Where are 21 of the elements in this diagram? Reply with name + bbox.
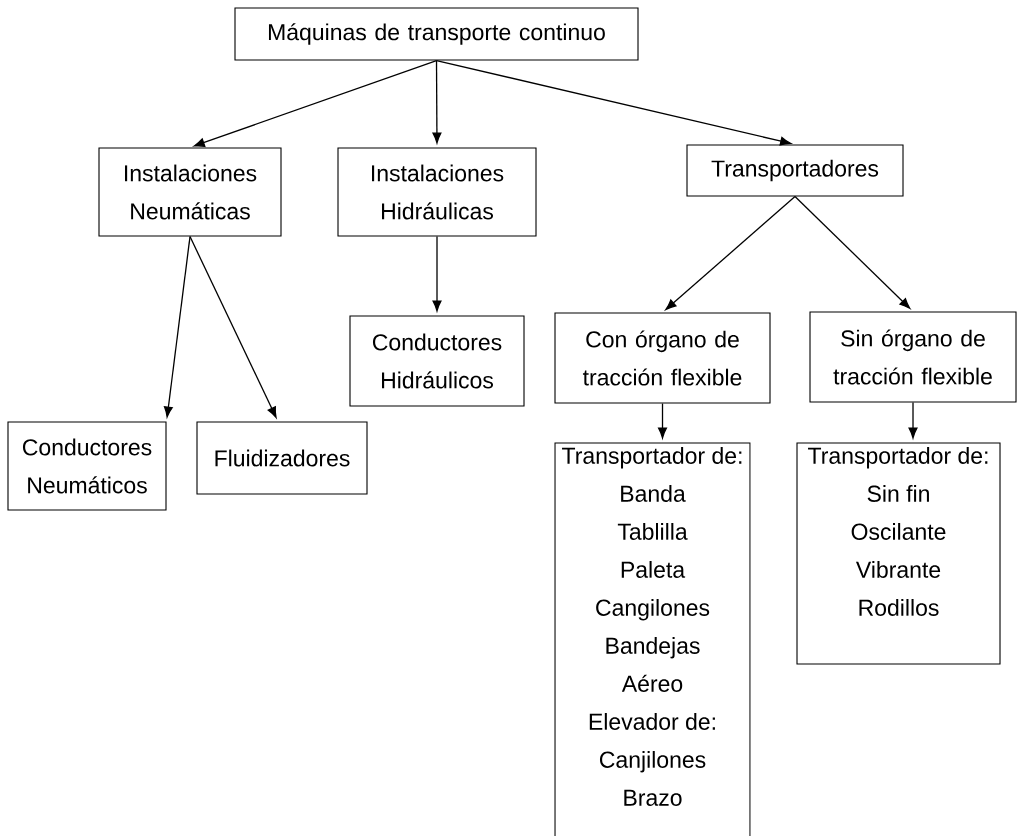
box: Con órgano de tracción flexible — [554, 312, 771, 404]
arrow — [665, 195, 796, 311]
box: Transportadores — [686, 144, 904, 197]
arrow — [432, 235, 442, 312]
box: Fluidizadores — [196, 421, 368, 495]
arrow — [794, 195, 911, 309]
box: Conductores Neumáticos — [7, 421, 167, 511]
box: Máquinas de transporte continuo — [234, 7, 639, 61]
arrow — [435, 59, 792, 146]
box: Sin órgano de tracción flexible — [809, 311, 1017, 403]
arrow — [908, 401, 918, 439]
arrow — [163, 235, 191, 418]
arrow — [432, 59, 442, 144]
box: Conductores Hidráulicos — [349, 315, 525, 407]
box: Transportador de: Banda Tablilla Paleta Cangilones Bandejas Aéreo Elevador de: Canjilones Brazo — [554, 442, 751, 836]
box: Transportador de: Sin fin Oscilante Vibrante Rodillos — [796, 442, 1001, 665]
arrow — [193, 59, 438, 147]
arrow — [189, 235, 277, 418]
arrow — [658, 402, 667, 439]
box: Instalaciones Neumáticas — [98, 147, 282, 237]
box: Instalaciones Hidráulicas — [337, 147, 537, 237]
